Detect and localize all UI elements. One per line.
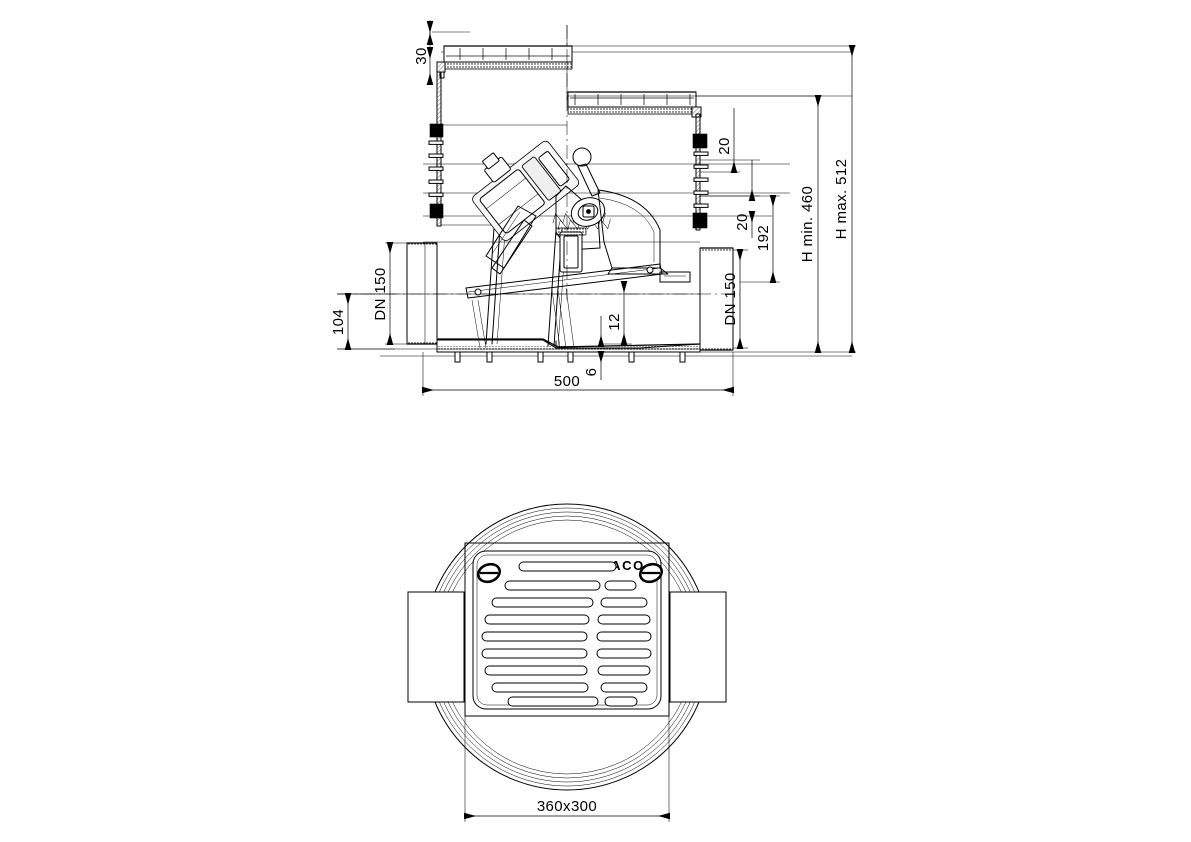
aco-logo-text: ACO	[611, 558, 645, 573]
dimension-overall-length: 500	[422, 352, 734, 396]
dimension-value-dn150-right: DN 150	[722, 272, 739, 325]
grate-slot-column-left	[481, 580, 601, 693]
centre-lines	[337, 25, 740, 300]
dimension-value-30: 30	[413, 47, 430, 65]
dimension-sump-step: 12	[600, 281, 632, 345]
dimension-value-360x300: 360x300	[537, 798, 597, 815]
outlet-pipe-right	[699, 247, 734, 351]
dimension-upper-step: 20	[700, 108, 740, 173]
grate-slot-column-right	[596, 580, 652, 693]
plan-view: ACO	[407, 503, 727, 822]
dimension-value-192: 192	[755, 225, 772, 251]
dimension-value-hmin: H min. 460	[799, 186, 816, 263]
screw-left[interactable]	[476, 561, 502, 584]
dimension-value-12: 12	[606, 313, 623, 331]
backflow-valve-mechanism	[465, 140, 691, 349]
screw-right[interactable]	[638, 561, 664, 584]
dimension-height-max: H max. 512	[444, 45, 856, 353]
dimension-value-hmax: H max. 512	[833, 159, 850, 240]
grate-slots	[481, 561, 652, 707]
wall-ribs-right	[692, 133, 709, 229]
dimension-value-20-lower: 20	[734, 213, 751, 231]
dimension-outlet-centre-height: 192	[700, 195, 780, 283]
dimension-value-6: 6	[583, 368, 600, 377]
dimension-outlet-dn150-right: DN 150	[722, 249, 748, 349]
dimension-value-20-upper: 20	[716, 137, 733, 155]
dimension-base-thickness: 6	[583, 316, 605, 380]
dimension-height-min: H min. 460	[567, 95, 822, 353]
grate-frame	[464, 542, 670, 717]
side-outlet-tabs	[407, 591, 727, 703]
dimension-value-500: 500	[554, 373, 580, 390]
grate-fasteners	[476, 561, 664, 584]
base-plate	[436, 338, 701, 363]
section-view: 30 20 20 192 DN 150	[330, 20, 856, 396]
dimension-top-flange-height: 30	[413, 21, 470, 85]
dimension-grate-size: 360x300	[464, 716, 670, 822]
dimension-value-104: 104	[330, 309, 347, 335]
dimension-base-to-invert: 104	[330, 293, 395, 350]
wall-ribs-left	[428, 123, 444, 219]
